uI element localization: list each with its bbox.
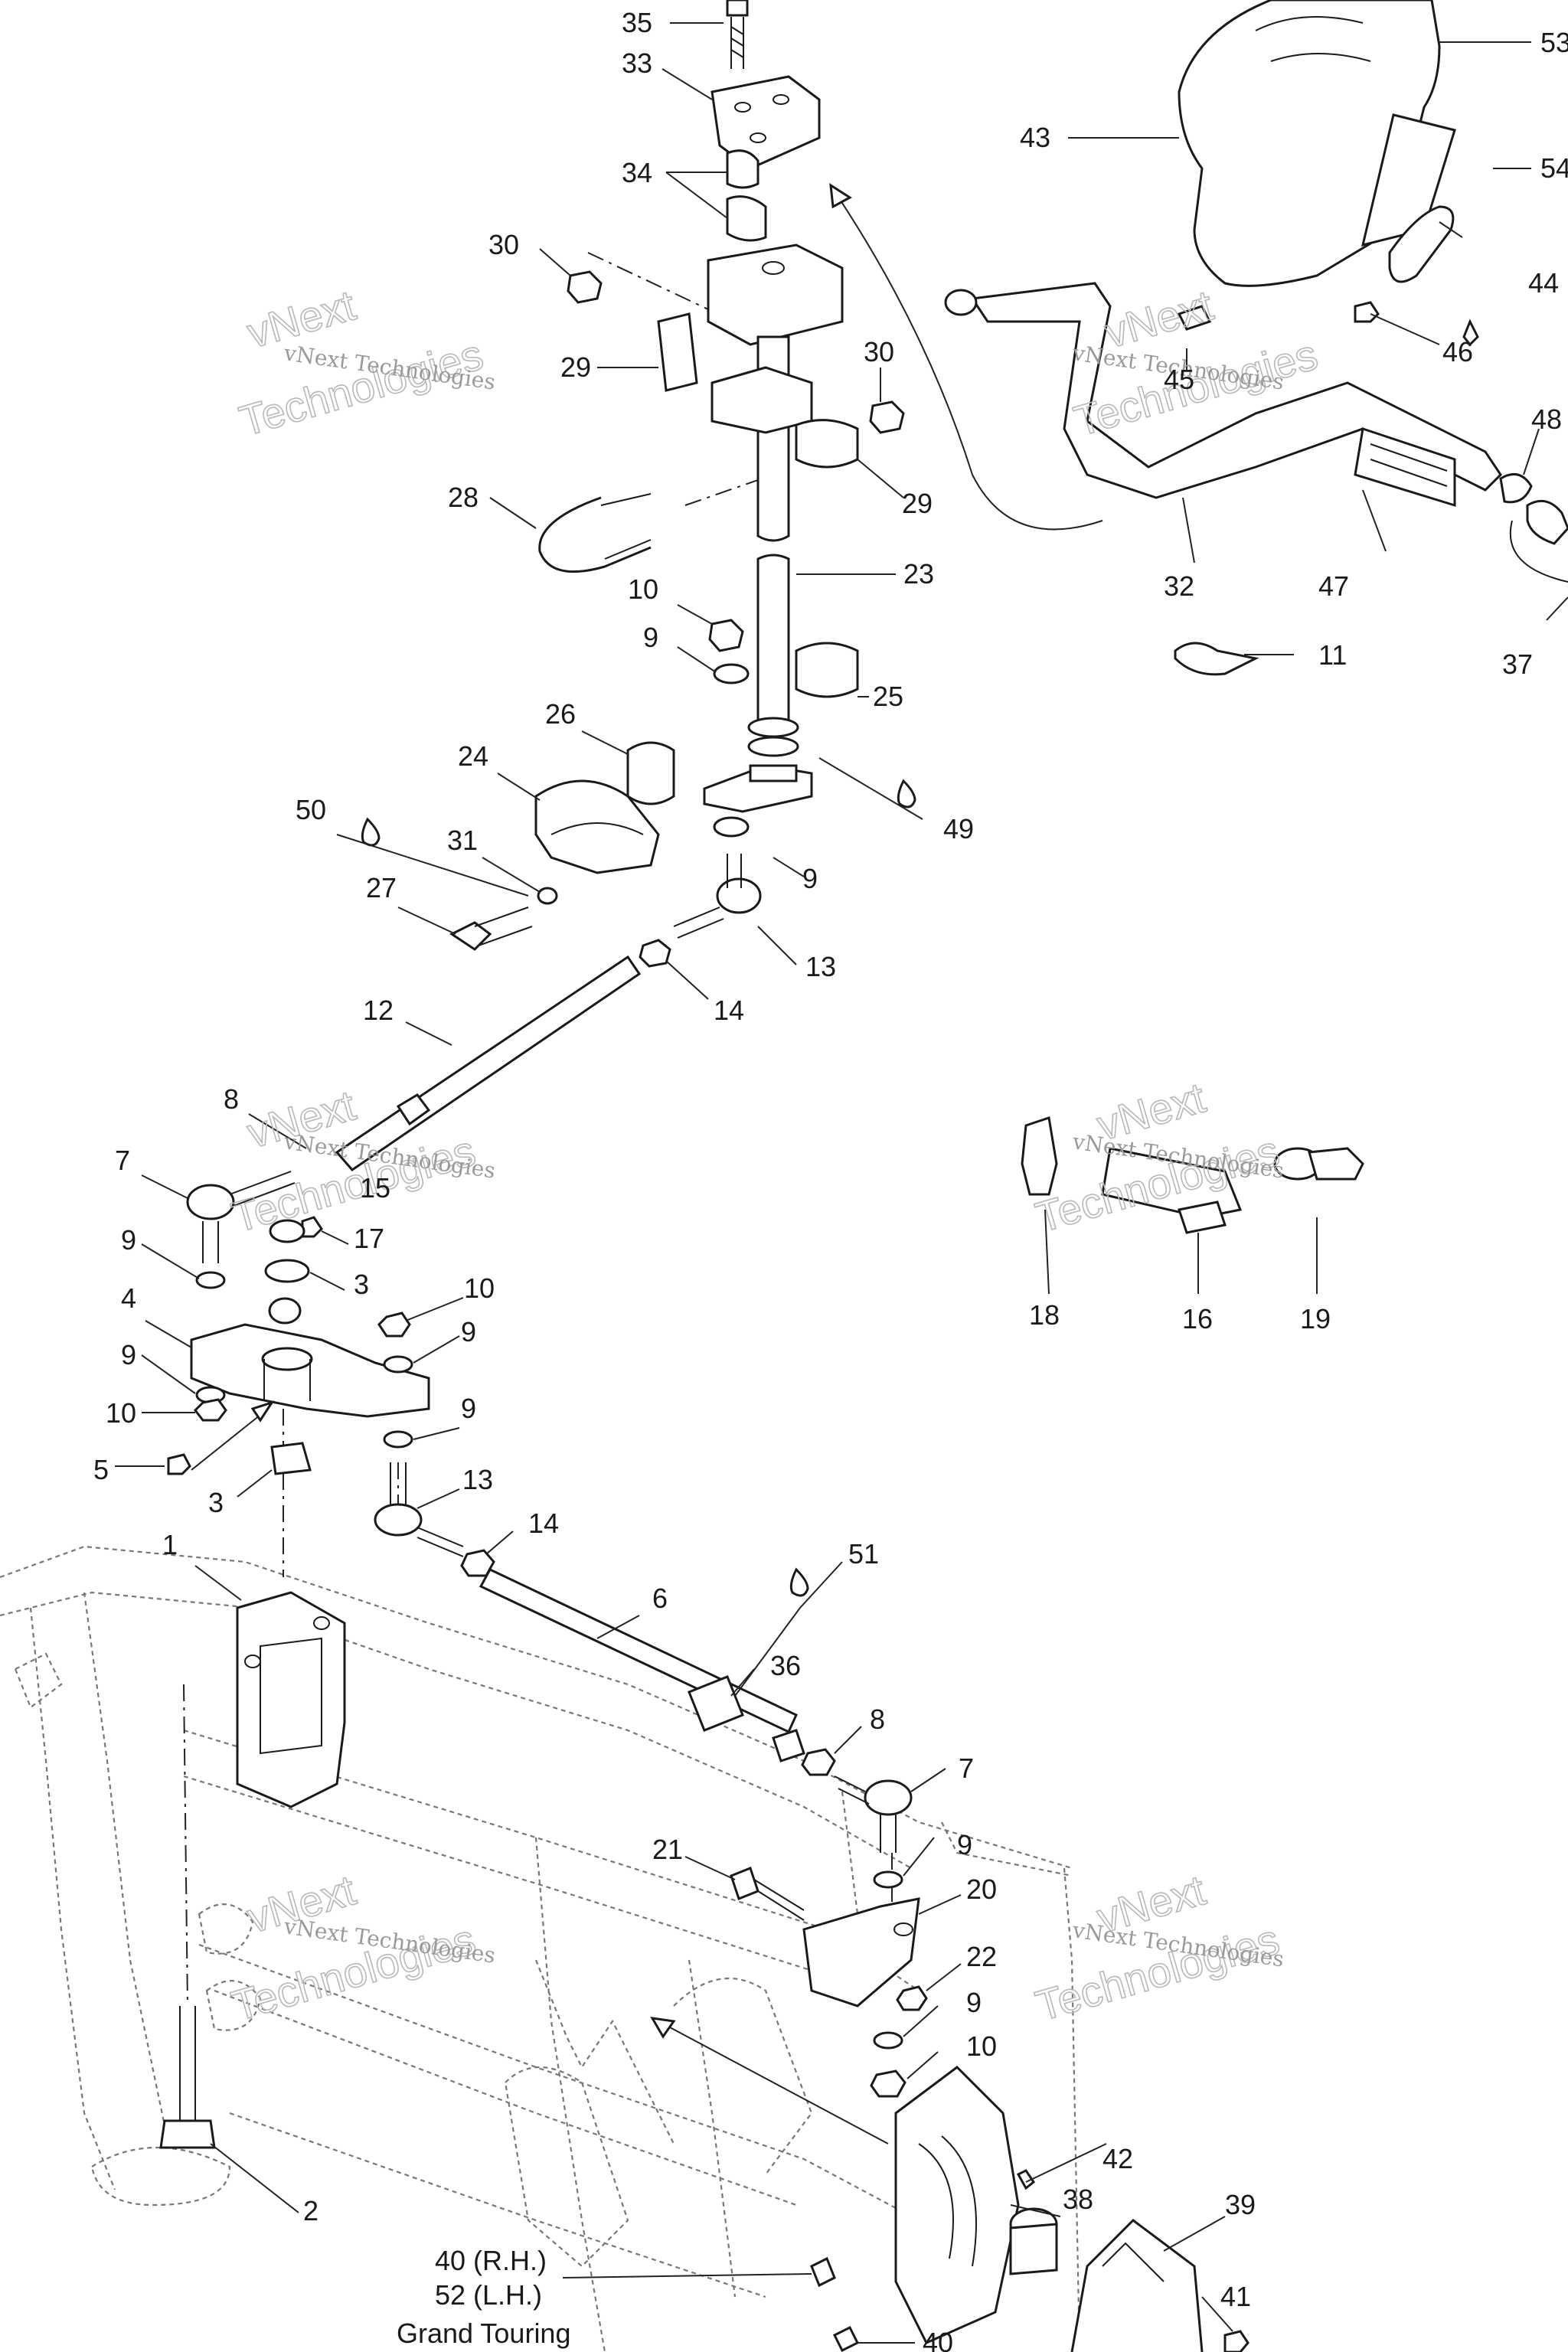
- callout-13: 13: [805, 951, 836, 982]
- callout-9: 9: [121, 1224, 136, 1256]
- callout-10: 10: [966, 2030, 997, 2062]
- callout-34: 34: [622, 157, 652, 188]
- callout-45: 45: [1164, 364, 1194, 395]
- callout-26: 26: [545, 698, 576, 730]
- steering-post-block: [159, 1591, 346, 2149]
- callout-5: 5: [93, 1454, 109, 1485]
- callout-41: 41: [1220, 2281, 1251, 2312]
- callout-labels: 35 33 34 30 30 29 29 28 23 10 9 25 26 24…: [93, 7, 1568, 2352]
- callout-21: 21: [652, 1834, 683, 1865]
- callout-37: 37: [1502, 648, 1533, 680]
- oil-drop-icon: [789, 1567, 809, 1597]
- callout-31: 31: [447, 825, 478, 856]
- callout-32: 32: [1164, 570, 1194, 602]
- model-note: 40 (R.H.) 52 (L.H.) Grand Touring: [397, 2245, 570, 2349]
- callout-14: 14: [714, 995, 744, 1026]
- callout-44: 44: [1528, 267, 1559, 299]
- steering-arm-assembly: [167, 1171, 928, 2098]
- callout-30: 30: [488, 229, 519, 260]
- flow-arrow-5: [191, 1408, 269, 1471]
- callout-3: 3: [354, 1269, 369, 1300]
- callout-19: 19: [1300, 1303, 1331, 1334]
- callout-54: 54: [1540, 152, 1568, 184]
- callout-49: 49: [943, 813, 974, 844]
- ski-leg-assembly: [810, 2066, 1250, 2352]
- steering-column-assembly: [335, 0, 905, 1171]
- callout-9: 9: [802, 863, 818, 894]
- note-model: Grand Touring: [397, 2318, 570, 2349]
- callout-47: 47: [1318, 570, 1349, 602]
- callout-30: 30: [864, 336, 894, 368]
- callout-20: 20: [966, 1873, 997, 1905]
- callout-53: 53: [1540, 27, 1568, 58]
- callout-4: 4: [121, 1282, 136, 1314]
- callout-43: 43: [1020, 122, 1050, 153]
- callout-25: 25: [873, 681, 903, 712]
- note-rh: 40 (R.H.): [435, 2245, 547, 2276]
- callout-1: 1: [162, 1529, 178, 1560]
- flow-arrow-handlebar: [834, 191, 1103, 531]
- callout-15: 15: [360, 1172, 390, 1204]
- callout-9: 9: [461, 1393, 476, 1424]
- callout-10: 10: [628, 573, 658, 605]
- callout-9: 9: [966, 1987, 982, 2018]
- oil-drop-icon: [897, 779, 916, 808]
- callout-14: 14: [528, 1508, 559, 1539]
- callout-8: 8: [870, 1704, 885, 1735]
- callout-16: 16: [1182, 1303, 1213, 1334]
- callout-23: 23: [903, 558, 934, 590]
- callout-10: 10: [464, 1272, 495, 1304]
- watermark-group: vNext Technologies vNext Technologies vN…: [226, 280, 1323, 2031]
- callout-3: 3: [208, 1487, 224, 1518]
- callout-9: 9: [121, 1339, 136, 1370]
- callout-9: 9: [643, 622, 658, 653]
- callout-2: 2: [303, 2195, 318, 2226]
- callout-28: 28: [448, 482, 479, 513]
- axis-line-30: [587, 252, 751, 330]
- switch-parts: [1021, 1116, 1364, 1234]
- callout-29: 29: [902, 488, 933, 519]
- axis-line-1: [183, 1684, 188, 2007]
- callout-27: 27: [366, 872, 397, 903]
- callout-24: 24: [458, 740, 488, 772]
- callout-9: 9: [957, 1829, 972, 1860]
- leader-lines: [115, 22, 1568, 2344]
- callout-22: 22: [966, 1941, 997, 1972]
- callout-17: 17: [354, 1223, 384, 1254]
- callout-36: 36: [770, 1650, 801, 1681]
- callout-38: 38: [1063, 2184, 1093, 2215]
- callout-8: 8: [224, 1083, 239, 1115]
- arrow-head-icon: [650, 2017, 676, 2039]
- callout-11: 11: [1318, 639, 1347, 671]
- callout-18: 18: [1029, 1299, 1060, 1331]
- callout-29: 29: [560, 351, 591, 383]
- callout-7: 7: [959, 1753, 974, 1784]
- callout-42: 42: [1102, 2143, 1133, 2174]
- callout-40: 40: [923, 2327, 953, 2352]
- callout-33: 33: [622, 47, 652, 79]
- note-lh: 52 (L.H.): [435, 2279, 542, 2311]
- arrow-head-icon: [829, 183, 852, 209]
- callout-39: 39: [1225, 2189, 1256, 2220]
- callout-51: 51: [848, 1538, 879, 1570]
- callout-12: 12: [363, 995, 394, 1026]
- handlebar-assembly: [944, 0, 1568, 676]
- callout-50: 50: [296, 794, 326, 825]
- callout-9: 9: [461, 1316, 476, 1348]
- flow-arrow-38: [658, 2020, 889, 2145]
- oil-drop-icon: [361, 817, 381, 847]
- callout-48: 48: [1531, 403, 1562, 435]
- callout-6: 6: [652, 1583, 668, 1614]
- arrow-head-icon: [250, 1400, 275, 1423]
- callout-7: 7: [115, 1145, 130, 1176]
- callout-46: 46: [1442, 336, 1473, 368]
- callout-35: 35: [622, 7, 652, 38]
- callout-10: 10: [106, 1397, 136, 1429]
- callout-13: 13: [462, 1464, 493, 1495]
